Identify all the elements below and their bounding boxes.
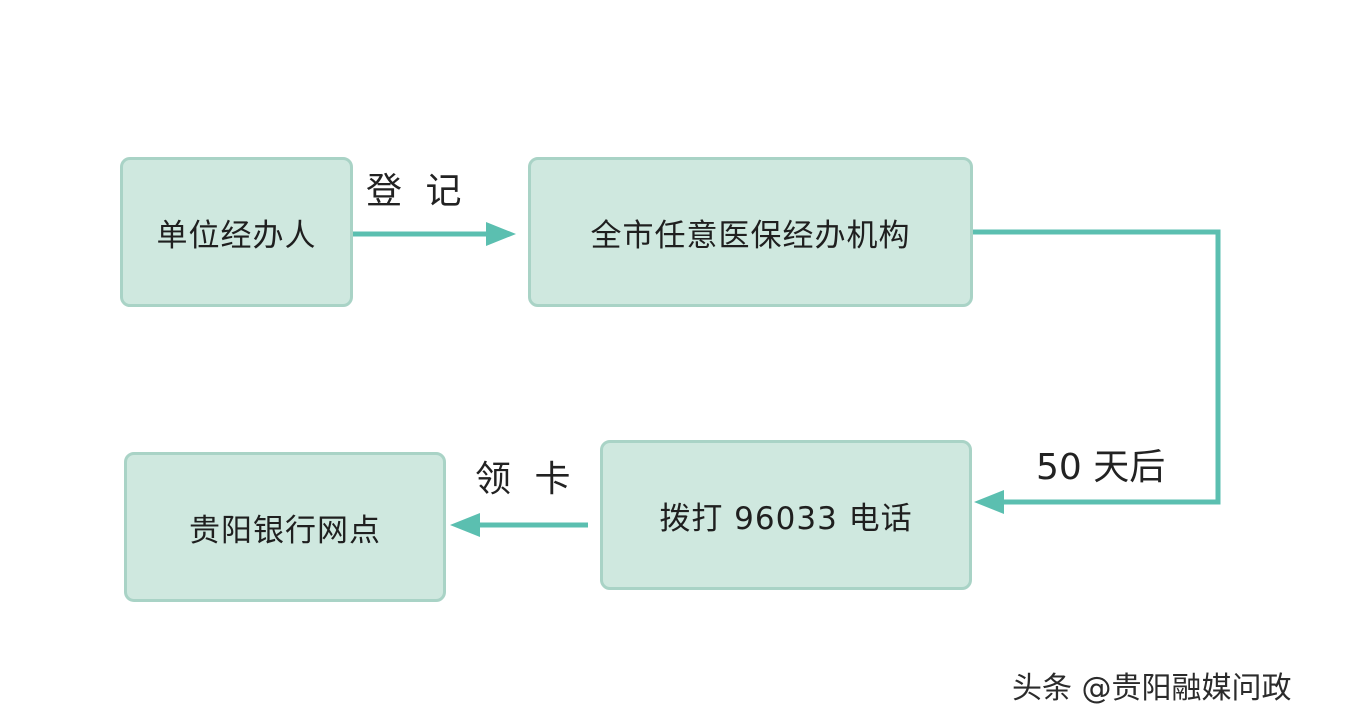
arrow-after-days-head <box>974 490 1004 514</box>
watermark: 头条 @贵阳融媒问政 <box>1012 671 1292 706</box>
edge-label-after-days: 50 天后 <box>1036 447 1166 488</box>
node-unit-handler-label: 单位经办人 <box>156 217 317 254</box>
node-dial-phone-label: 拨打 96033 电话 <box>659 500 913 537</box>
edge-label-register: 登 记 <box>366 171 468 212</box>
node-dial-phone: 拨打 96033 电话 <box>600 440 972 590</box>
arrow-after-days <box>973 229 1221 505</box>
node-unit-handler: 单位经办人 <box>120 157 353 307</box>
arrow-register-head <box>486 222 516 246</box>
node-medical-agency: 全市任意医保经办机构 <box>528 157 973 307</box>
node-bank-branch: 贵阳银行网点 <box>124 452 446 602</box>
node-medical-agency-label: 全市任意医保经办机构 <box>590 217 911 254</box>
edge-label-collect-card: 领 卡 <box>475 459 577 500</box>
arrow-collect-head <box>450 513 480 537</box>
node-bank-branch-label: 贵阳银行网点 <box>189 512 381 549</box>
